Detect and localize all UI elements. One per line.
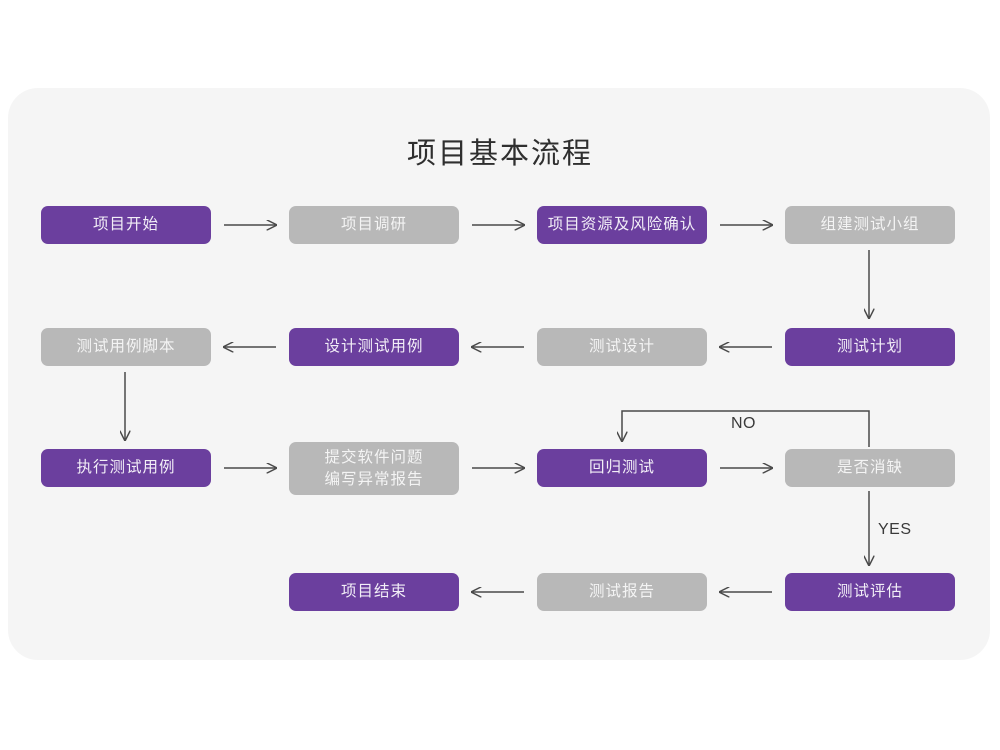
edge-label-no: NO [731,415,756,432]
node-label: 测试设计 [588,338,655,356]
node-label: 提交软件问题 编写异常报告 [324,449,424,488]
node-defect-resolved-decision[interactable]: 是否消缺 [785,449,955,487]
node-regression-test[interactable]: 回归测试 [537,449,707,487]
node-project-start[interactable]: 项目开始 [41,206,211,244]
node-label: 回归测试 [588,459,655,477]
node-project-end[interactable]: 项目结束 [289,573,459,611]
node-resource-risk-confirm[interactable]: 项目资源及风险确认 [537,206,707,244]
node-test-design[interactable]: 测试设计 [537,328,707,366]
node-label: 测试用例脚本 [76,338,176,356]
node-label: 项目资源及风险确认 [547,216,697,234]
node-label: 执行测试用例 [76,459,176,477]
node-label: 设计测试用例 [324,338,424,356]
node-label: 项目开始 [92,216,159,234]
node-testcase-script[interactable]: 测试用例脚本 [41,328,211,366]
node-form-test-team[interactable]: 组建测试小组 [785,206,955,244]
edge-label-yes: YES [878,521,912,538]
node-execute-testcase[interactable]: 执行测试用例 [41,449,211,487]
node-label: 项目结束 [340,583,407,601]
node-label: 测试计划 [836,338,903,356]
node-project-research[interactable]: 项目调研 [289,206,459,244]
node-label: 测试评估 [836,583,903,601]
node-label: 测试报告 [588,583,655,601]
node-test-evaluation[interactable]: 测试评估 [785,573,955,611]
node-test-plan[interactable]: 测试计划 [785,328,955,366]
page-title: 项目基本流程 [406,138,593,170]
node-label: 组建测试小组 [820,216,920,234]
node-design-testcase[interactable]: 设计测试用例 [289,328,459,366]
node-test-report[interactable]: 测试报告 [537,573,707,611]
flowchart-card [8,88,990,660]
node-submit-issue-report[interactable]: 提交软件问题 编写异常报告 [289,442,459,495]
node-label: 项目调研 [340,216,407,234]
node-label: 是否消缺 [836,459,903,477]
